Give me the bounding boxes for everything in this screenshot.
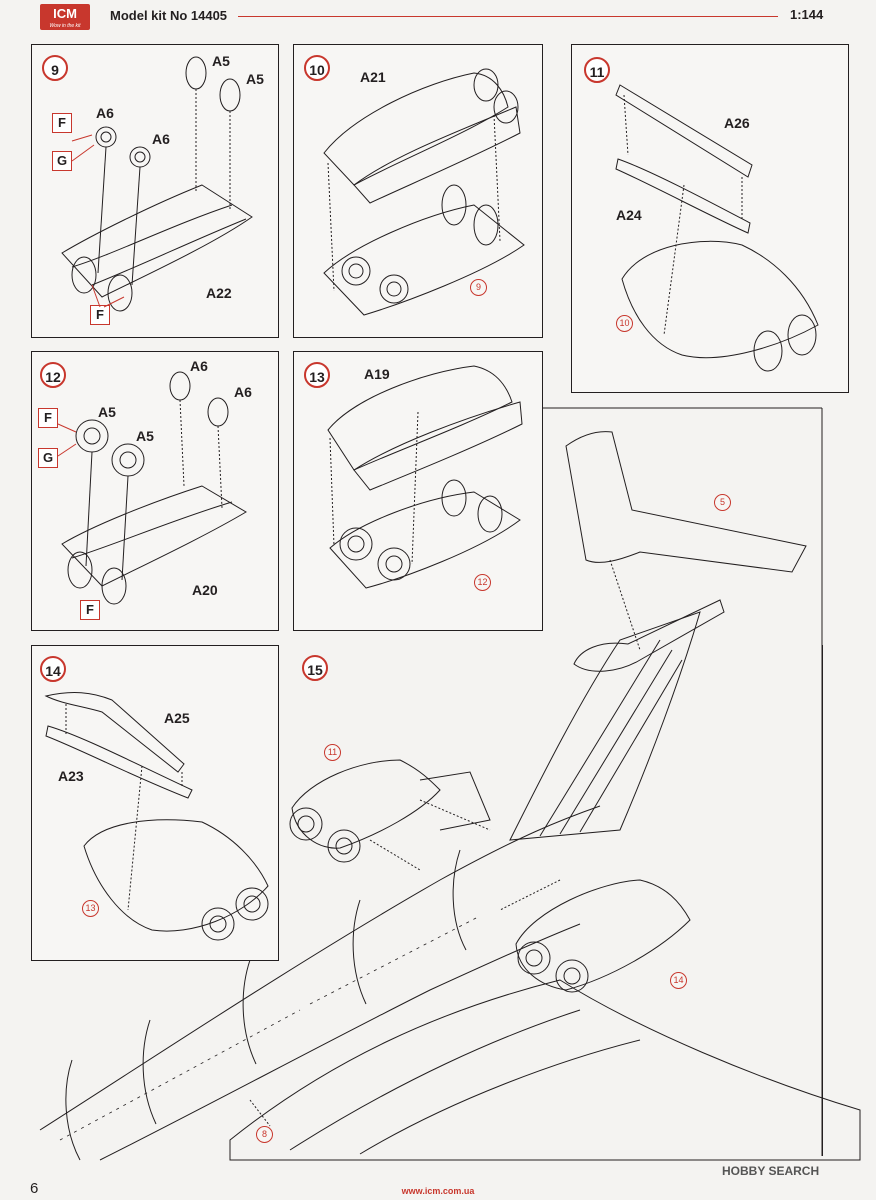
part-label: A24	[616, 207, 642, 223]
step-reference: 8	[256, 1126, 273, 1143]
part-label: A5	[212, 53, 230, 69]
part-label: A21	[360, 69, 386, 85]
step-12-panel: 12 A6 A6 A5 A5 A20 F G F	[31, 351, 279, 631]
engine-assembly-drawing	[61, 56, 253, 312]
part-label: A6	[96, 105, 114, 121]
step-number: 15	[302, 655, 328, 681]
part-label: A6	[190, 358, 208, 374]
part-label: A6	[152, 131, 170, 147]
part-label: A6	[234, 384, 252, 400]
step-10-panel: 10 A21 9	[293, 44, 543, 338]
marker-f: F	[38, 408, 58, 428]
step-11-panel: 11 A26 A24 10	[571, 44, 849, 393]
marker-f: F	[52, 113, 72, 133]
part-label: A5	[246, 71, 264, 87]
part-label: A19	[364, 366, 390, 382]
step-reference: 11	[324, 744, 341, 761]
step-number: 14	[40, 656, 66, 682]
marker-f: F	[90, 305, 110, 325]
website-url[interactable]: www.icm.com.ua	[401, 1186, 475, 1196]
scale-label: 1:144	[790, 7, 824, 22]
marker-g: G	[52, 151, 72, 171]
step-reference: 10	[616, 315, 633, 332]
page-number: 6	[30, 1180, 39, 1197]
step-reference: 9	[470, 279, 487, 296]
part-label: A23	[58, 768, 84, 784]
part-label: A20	[192, 582, 218, 598]
step-number: 12	[40, 362, 66, 388]
pylon-assembly-drawing	[44, 692, 269, 941]
step-reference: 13	[82, 900, 99, 917]
pylon-assembly-drawing	[615, 84, 819, 372]
part-label: A26	[724, 115, 750, 131]
step-14-panel: 14 A25 A23 13	[31, 645, 279, 961]
engine-nacelle-drawing	[323, 68, 525, 316]
step-reference: 14	[670, 972, 687, 989]
step-reference: 5	[714, 494, 731, 511]
hobby-search-watermark: HOBBY SEARCH	[722, 1164, 820, 1178]
engine-nacelle-drawing	[327, 365, 523, 589]
marker-g: G	[38, 448, 58, 468]
marker-f: F	[80, 600, 100, 620]
step-number: 11	[584, 57, 610, 83]
engine-assembly-drawing	[57, 371, 247, 605]
header-rule	[238, 16, 778, 17]
icm-logo: ICM Wow in the kit	[40, 4, 90, 30]
part-label: A22	[206, 285, 232, 301]
step-13-panel: 13 A19 12	[293, 351, 543, 631]
part-label: A25	[164, 710, 190, 726]
page-header: ICM Wow in the kit Model kit No 14405 1:…	[0, 0, 876, 36]
part-label: A5	[98, 404, 116, 420]
part-label: A5	[136, 428, 154, 444]
step-9-panel: 9 A5 A5 A6 A6 A22 F G F	[31, 44, 279, 338]
step-reference: 12	[474, 574, 491, 591]
step-number: 9	[42, 55, 68, 81]
step-number: 10	[304, 55, 330, 81]
step-number: 13	[304, 362, 330, 388]
kit-number: Model kit No 14405	[110, 8, 228, 23]
